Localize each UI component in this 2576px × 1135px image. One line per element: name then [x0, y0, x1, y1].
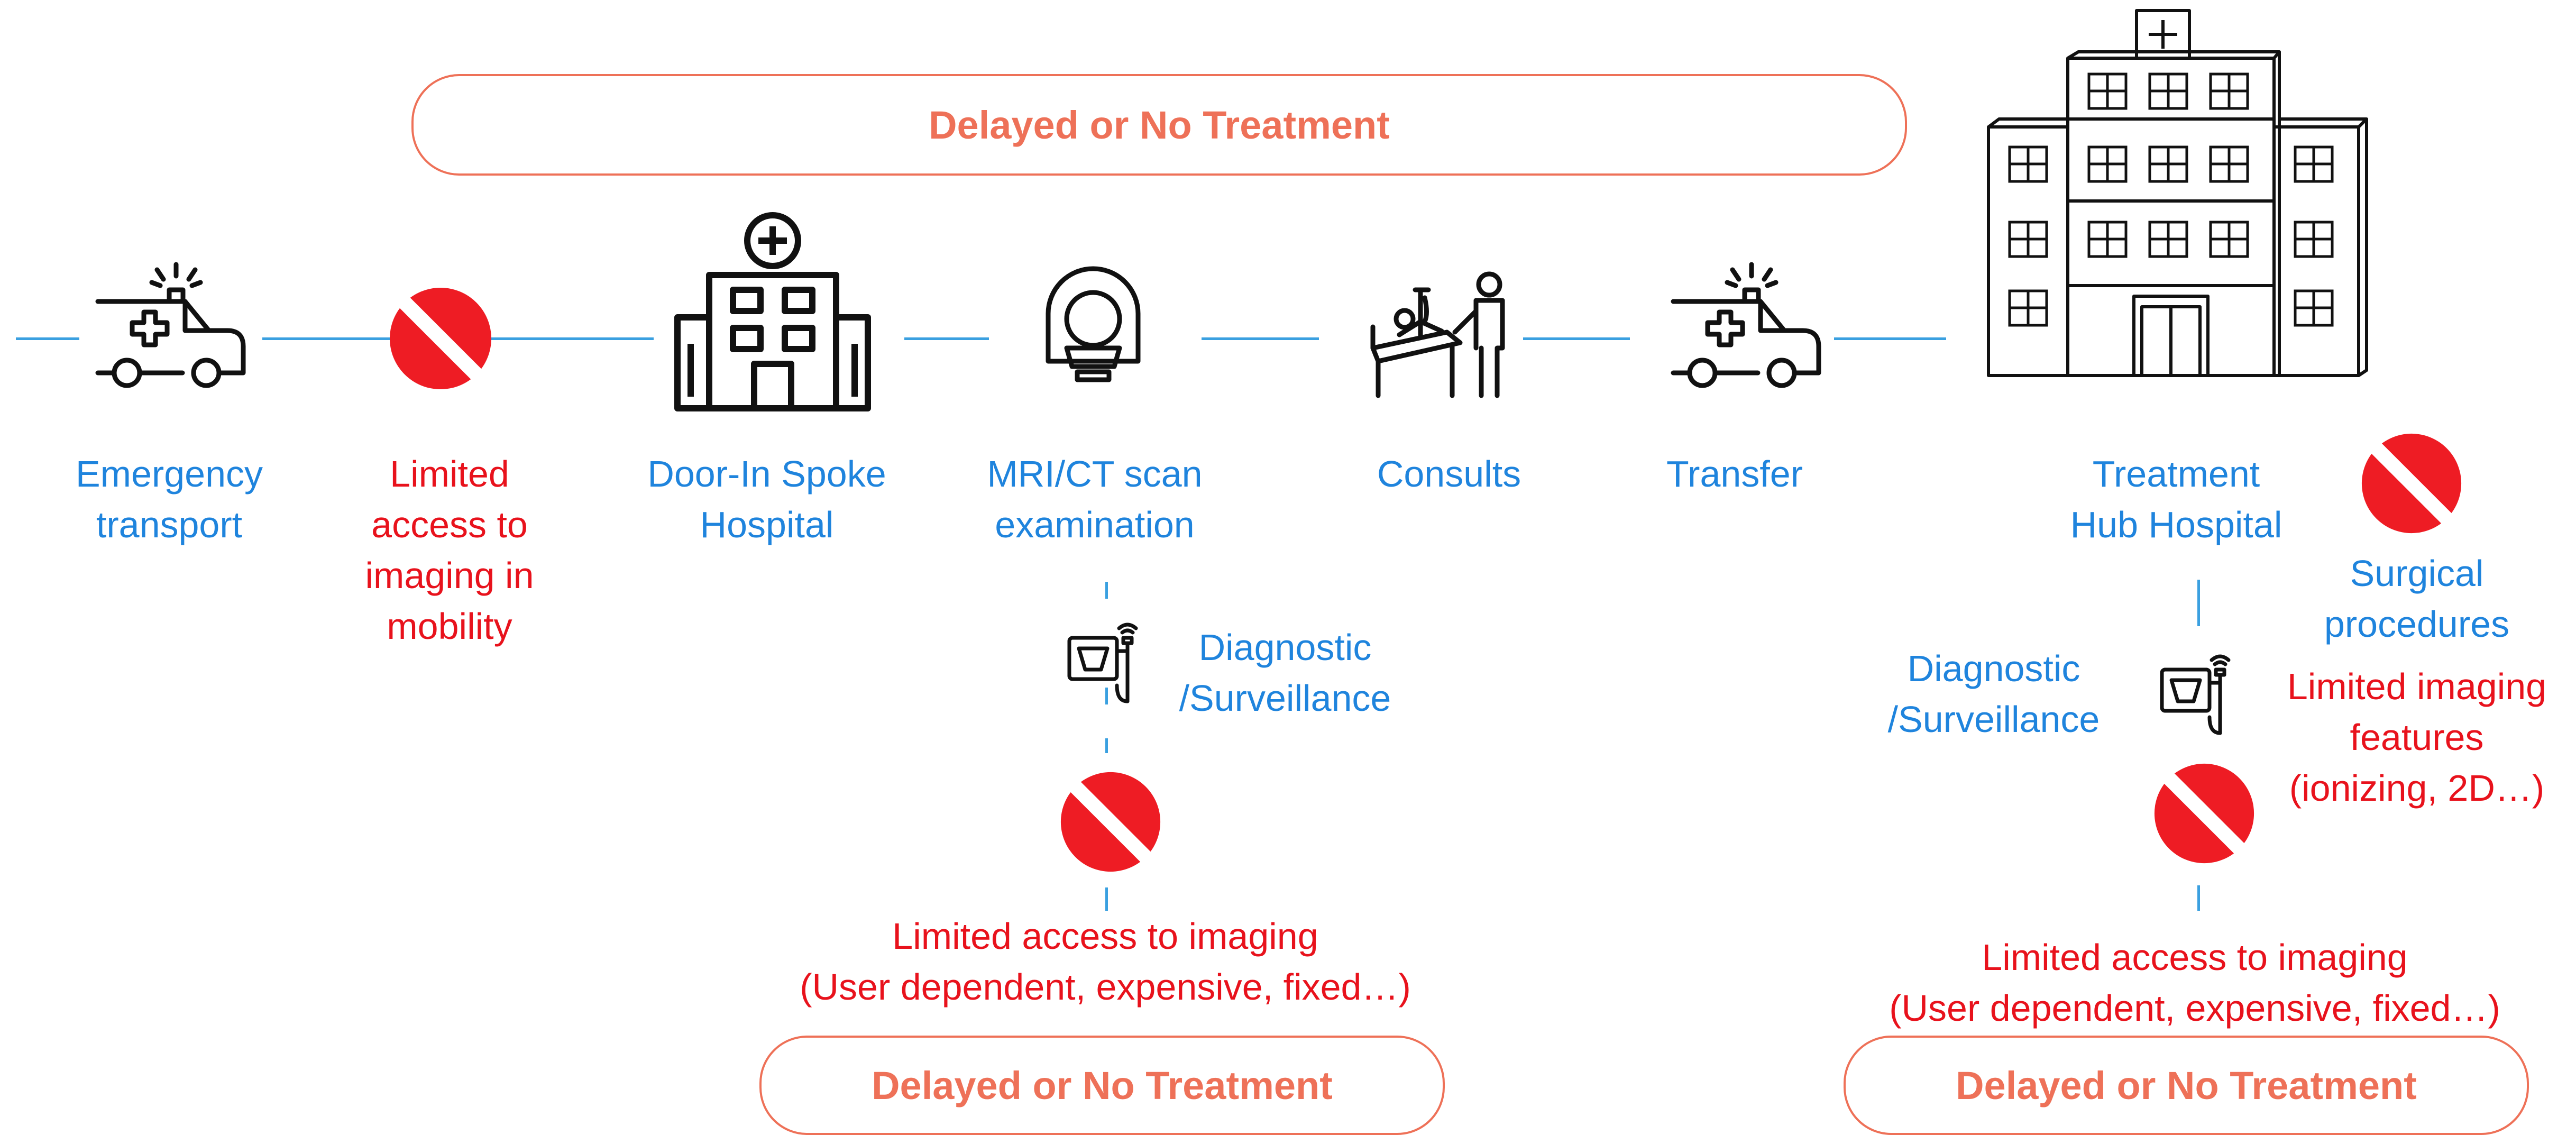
step-scan-label: MRI/CT scan examination [987, 453, 1203, 545]
branch-dash [1105, 582, 1108, 599]
right-limited-access-label: Limited access to imaging (User dependen… [1889, 937, 2500, 1029]
no-entry-icon [2361, 433, 2462, 534]
timeline-segment [1834, 337, 1946, 340]
right-surgical-label: Surgical procedures [2324, 553, 2510, 645]
timeline-segment [16, 337, 79, 340]
branch-dash [1105, 688, 1108, 704]
mri-scanner-icon [1046, 266, 1141, 382]
no-entry-icon [1060, 772, 1161, 872]
right-delay-banner: Delayed or No Treatment [1844, 1036, 2529, 1135]
branch-dash [1105, 738, 1108, 753]
no-entry-icon [2154, 763, 2254, 864]
hub-hospital-building-icon [1987, 9, 2368, 377]
mid-delay-banner-label: Delayed or No Treatment [872, 1063, 1333, 1107]
ultrasound-probe-icon [2160, 654, 2231, 735]
right-delay-banner-label: Delayed or No Treatment [1956, 1063, 2417, 1107]
right-diagnostic-label: Diagnostic /Surveillance [1887, 648, 2100, 740]
timeline-segment [1202, 337, 1319, 340]
hospital-icon [674, 212, 871, 411]
branch-dash [1105, 887, 1108, 911]
step-consults-label: Consults [1377, 453, 1521, 495]
timeline-segment [904, 337, 989, 340]
step-hub-hospital-label: Treatment Hub Hospital [2070, 453, 2282, 545]
branch-dash [2197, 885, 2200, 911]
right-limited-features-label: Limited imaging features (ionizing, 2D…) [2287, 666, 2547, 809]
mid-diagnostic-label: Diagnostic /Surveillance [1179, 627, 1391, 719]
top-delay-banner: Delayed or No Treatment [411, 74, 1907, 176]
step-limited-mobility-label: Limited access to imaging in mobility [365, 453, 534, 647]
no-entry-icon [389, 287, 492, 390]
ultrasound-probe-icon [1067, 623, 1138, 703]
patient-bed-icon [1370, 271, 1505, 398]
timeline-segment [1523, 337, 1630, 340]
step-transfer-label: Transfer [1666, 453, 1803, 495]
ambulance-icon [95, 262, 246, 388]
top-delay-banner-label: Delayed or No Treatment [929, 103, 1390, 147]
mid-limited-access-label: Limited access to imaging (User dependen… [800, 916, 1411, 1008]
ambulance-icon [1671, 262, 1821, 388]
mid-delay-banner: Delayed or No Treatment [759, 1036, 1445, 1135]
branch-dash [2197, 580, 2200, 626]
step-emergency-transport-label: Emergency transport [75, 453, 263, 545]
step-spoke-hospital-label: Door-In Spoke Hospital [647, 453, 886, 545]
